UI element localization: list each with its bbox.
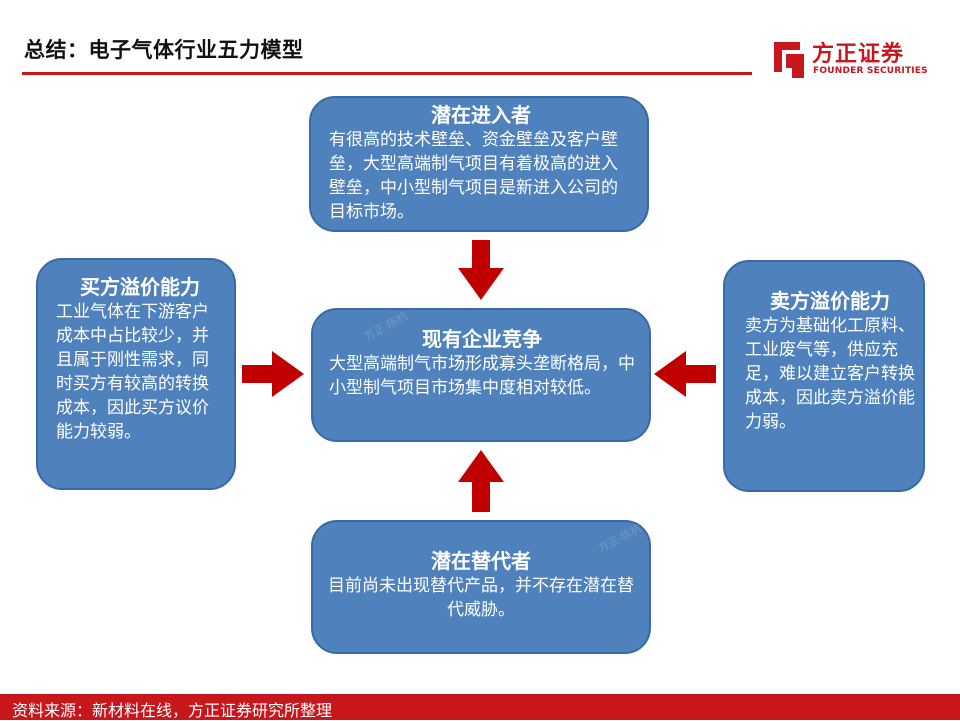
existing-competition-box: 现有企业竞争 大型高端制气市场形成寡头垄断格局，中小型制气项目市场集中度相对较低… xyxy=(311,308,651,442)
arrow-down-icon xyxy=(458,240,504,300)
title-divider xyxy=(22,72,752,75)
substitutes-body: 目前尚未出现替代产品，并不存在潜在替代威胁。 xyxy=(328,576,634,620)
buyer-power-title: 买方溢价能力 xyxy=(80,275,200,299)
existing-competition-body: 大型高端制气市场形成寡头垄断格局，中小型制气项目市场集中度相对较低。 xyxy=(329,354,635,398)
source-note: 资料来源：新材料在线，方正证券研究所整理 xyxy=(12,701,333,720)
buyer-power-box: 买方溢价能力 工业气体在下游客户成本中占比较少，并且属于刚性需求，同时买方有较高… xyxy=(36,258,236,490)
potential-entrants-box: 潜在进入者 有很高的技术壁垒、资金壁垒及客户壁垒，大型高端制气项目有着极高的进入… xyxy=(309,96,649,232)
page-title: 总结：电子气体行业五力模型 xyxy=(24,38,304,62)
arrow-up-icon xyxy=(458,450,504,512)
potential-entrants-title: 潜在进入者 xyxy=(431,103,531,127)
substitutes-box: 潜在替代者 目前尚未出现替代产品，并不存在潜在替代威胁。 xyxy=(311,520,651,654)
footer-bar: 资料来源：新材料在线，方正证券研究所整理 xyxy=(0,694,960,720)
supplier-power-title: 卖方溢价能力 xyxy=(770,289,890,313)
supplier-power-box: 卖方溢价能力 卖方为基础化工原料、工业废气等，供应充足，难以建立客户转换成本，因… xyxy=(723,260,925,492)
brand-logo: 方正证券 FOUNDER SECURITIES xyxy=(770,38,940,82)
arrow-right-icon xyxy=(242,351,304,397)
logo-name: 方正证券 xyxy=(812,42,905,67)
founder-logo-icon xyxy=(774,42,804,78)
buyer-power-body: 工业气体在下游客户成本中占比较少，并且属于刚性需求，同时买方有较高的转换成本，因… xyxy=(56,302,209,442)
logo-subtitle: FOUNDER SECURITIES xyxy=(813,66,928,76)
supplier-power-body: 卖方为基础化工原料、工业废气等，供应充足，难以建立客户转换成本，因此卖方溢价能力… xyxy=(745,316,915,432)
existing-competition-title: 现有企业竞争 xyxy=(422,327,542,351)
substitutes-title: 潜在替代者 xyxy=(431,549,531,573)
arrow-left-icon xyxy=(654,351,716,397)
potential-entrants-body: 有很高的技术壁垒、资金壁垒及客户壁垒，大型高端制气项目有着极高的进入壁垒，中小型… xyxy=(329,130,618,222)
